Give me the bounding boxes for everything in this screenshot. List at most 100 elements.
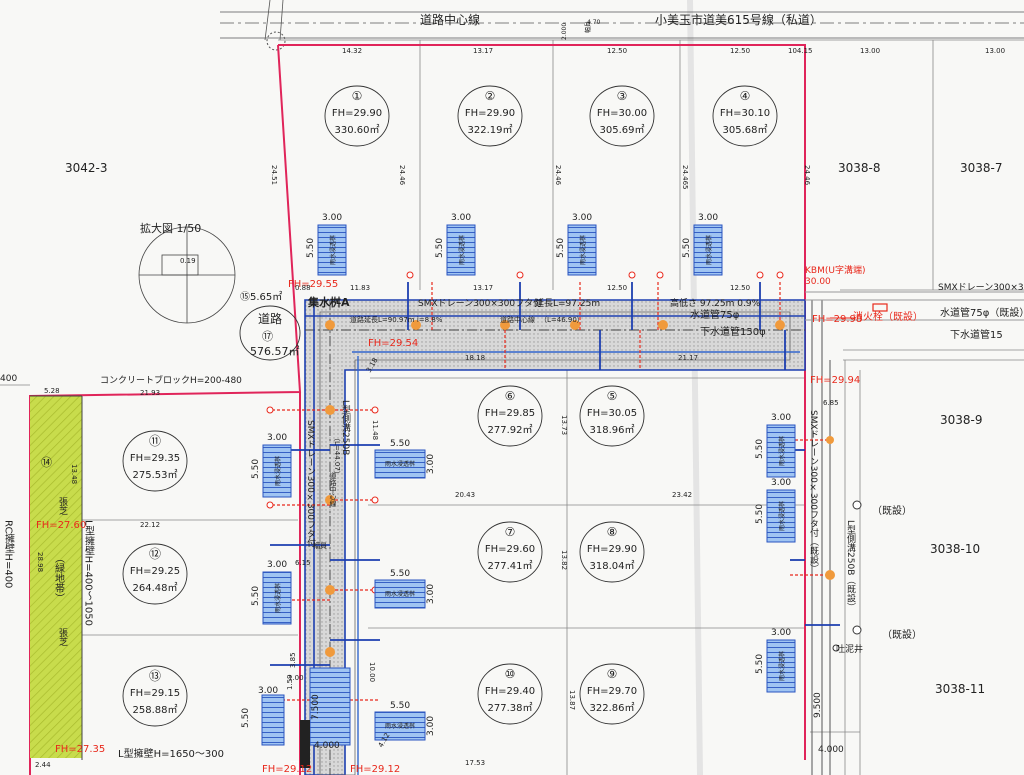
top-road-lines bbox=[220, 0, 1024, 51]
dim-other: 5.28 bbox=[44, 387, 60, 395]
tank-width: 3.00 bbox=[267, 560, 287, 570]
neighbor-3038-8: 3038-8 bbox=[838, 161, 881, 175]
tank-label: 雨水浸透桝 bbox=[385, 590, 415, 598]
tank-width: 3.00 bbox=[572, 213, 592, 223]
existing-water-label: 水道管75φ（既設） bbox=[940, 306, 1024, 319]
tank-width: 3.00 bbox=[771, 413, 791, 423]
lot-number: ⑨ bbox=[607, 667, 618, 681]
tank-width: 3.00 bbox=[451, 213, 471, 223]
lot-area: 275.53㎡ bbox=[133, 469, 178, 481]
infiltration-tank bbox=[374, 579, 426, 609]
lot-marker-1 bbox=[324, 85, 390, 147]
infiltration-tank bbox=[317, 224, 347, 276]
lot-fh: FH=29.25 bbox=[130, 566, 180, 577]
dim-vertical: 24.465 bbox=[681, 165, 689, 190]
tank-length: 5.50 bbox=[390, 439, 410, 449]
svg-text:4.000: 4.000 bbox=[818, 745, 844, 755]
road-lot-area: 576.57㎡ bbox=[250, 345, 300, 358]
water-pipe-label: 水道管75φ bbox=[690, 308, 740, 321]
dim-other: 22.12 bbox=[140, 521, 160, 529]
svg-text:幅員: 幅員 bbox=[584, 21, 592, 33]
clay-pit-label: 吐泥井 bbox=[836, 643, 863, 655]
tank-label: 雨水浸透桝 bbox=[778, 651, 786, 681]
lot-area: 322.19㎡ bbox=[468, 124, 513, 136]
existing-smx-vertical: SMXドレーン300×300フタ付（既設） bbox=[808, 410, 819, 573]
lot-labels: ①FH=29.90330.60㎡②FH=29.90322.19㎡③FH=30.0… bbox=[130, 89, 770, 716]
svg-text:（既設）: （既設） bbox=[882, 628, 922, 641]
lot-marker-4 bbox=[712, 85, 778, 147]
dim-other: 20.43 bbox=[455, 491, 475, 499]
fh-label-1: FH=29.55 bbox=[288, 279, 338, 290]
kbm-label: KBM(U字溝端) bbox=[805, 264, 865, 276]
lot-markers bbox=[122, 85, 778, 727]
road-lot-number: ⑰ bbox=[262, 330, 273, 343]
infiltration-tank bbox=[374, 449, 426, 479]
smx-drain-top: SMXドレーン300×300フタ付 bbox=[418, 298, 542, 309]
tank-width: 3.00 bbox=[698, 213, 718, 223]
fh-label-4: FH=29.94 bbox=[810, 375, 860, 386]
svg-text:道路中心線: 道路中心線 bbox=[500, 315, 535, 324]
dim-mid: 12.50 bbox=[730, 284, 750, 292]
lot-number: ② bbox=[485, 89, 496, 103]
infiltration-tank bbox=[693, 224, 723, 276]
existing-label: （既設） bbox=[872, 504, 912, 517]
dim-other: 17.53 bbox=[465, 759, 485, 767]
lot-area: 277.41㎡ bbox=[488, 560, 533, 572]
smx-vertical-label: SMXドレーン300×300フタ付 bbox=[305, 420, 316, 548]
svg-text:7.500: 7.500 bbox=[311, 694, 321, 720]
tank-length: 5.50 bbox=[390, 569, 410, 579]
road-extension-label: 道路延長L=90.97m i=8.8% bbox=[350, 315, 443, 324]
lot-marker-13 bbox=[122, 665, 188, 727]
lot-area: 318.04㎡ bbox=[590, 560, 635, 572]
inlet-box bbox=[300, 720, 310, 768]
green-lot-label: （緑地帯） bbox=[53, 553, 65, 603]
tank-length: 5.50 bbox=[251, 459, 261, 479]
dim-other: 10.00 bbox=[368, 662, 376, 682]
dim-vertical: 24.46 bbox=[803, 165, 811, 186]
tank-label: 雨水浸透桝 bbox=[274, 456, 282, 486]
tank-length: 5.50 bbox=[755, 504, 765, 524]
tank-length: 5.50 bbox=[755, 439, 765, 459]
fh-label-5: FH=27.60 bbox=[36, 520, 86, 531]
tank-length: 5.50 bbox=[556, 238, 566, 258]
lot-area: 322.86㎡ bbox=[590, 702, 635, 714]
block-wall-label: コンクリートブロックH=200-480 bbox=[100, 374, 242, 386]
lot-area: 318.96㎡ bbox=[590, 424, 635, 436]
l-side-ditch-right: L型側溝250B（既設） bbox=[845, 520, 856, 611]
tank-length: 5.50 bbox=[755, 654, 765, 674]
hydrant-label: 消火栓（既設） bbox=[853, 310, 923, 323]
lot-number: ⑧ bbox=[607, 525, 618, 539]
infiltration-tank bbox=[261, 694, 285, 746]
lot-fh: FH=29.90 bbox=[465, 108, 515, 119]
lot-area: 330.60㎡ bbox=[335, 124, 380, 136]
svg-text:9.500: 9.500 bbox=[813, 692, 823, 718]
hydrant-marker bbox=[872, 303, 888, 312]
lot-number: ⑤ bbox=[607, 389, 618, 403]
l-side-ditch-label: L型側溝250B bbox=[340, 400, 351, 455]
lot-marker-6 bbox=[579, 385, 645, 447]
dim-other: 18.18 bbox=[465, 354, 485, 362]
lot-fh: FH=29.15 bbox=[130, 688, 180, 699]
svg-text:400: 400 bbox=[0, 374, 17, 384]
infiltration-tank bbox=[262, 444, 292, 498]
tank-label: 雨水浸透桝 bbox=[705, 235, 713, 265]
lot-marker-5 bbox=[477, 385, 543, 447]
lot-marker-10 bbox=[579, 663, 645, 725]
lot-area: 305.69㎡ bbox=[600, 124, 645, 136]
dim-top: 104.15 bbox=[788, 47, 813, 55]
lot-fh: FH=29.90 bbox=[587, 544, 637, 555]
water-branches bbox=[270, 282, 840, 666]
neighbor-3038-7: 3038-7 bbox=[960, 161, 1003, 175]
svg-text:4.000: 4.000 bbox=[314, 741, 340, 751]
lot-fh: FH=29.90 bbox=[332, 108, 382, 119]
fh-label-6: FH=27.35 bbox=[55, 744, 105, 755]
fh-label-3: FH=29.98 bbox=[812, 314, 862, 325]
infiltration-tank bbox=[766, 489, 796, 543]
neighbor-3038-9: 3038-9 bbox=[940, 413, 983, 427]
private-road-label: 小美玉市道美615号線（私道） bbox=[655, 12, 822, 27]
fh-label-2: FH=29.54 bbox=[368, 338, 418, 349]
extension-label: 延長L=97.25m bbox=[535, 297, 600, 309]
lot-fh: FH=29.70 bbox=[587, 686, 637, 697]
road-lot-marker bbox=[239, 305, 301, 361]
dim-other: 2.44 bbox=[35, 761, 51, 769]
